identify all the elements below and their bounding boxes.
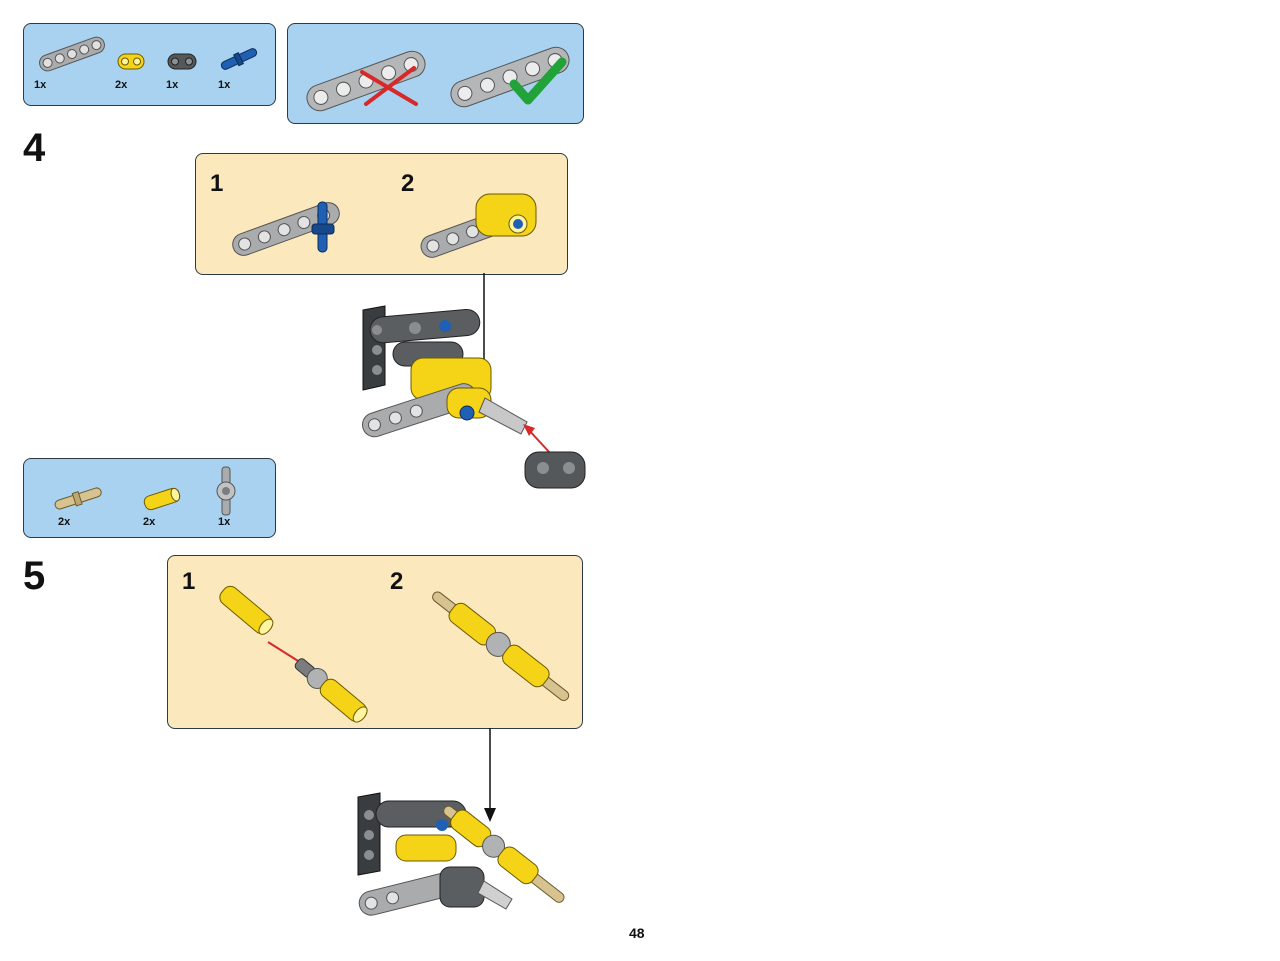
page-number: 48 xyxy=(629,925,645,941)
orientation-callout xyxy=(287,23,584,124)
part-qty: 1x xyxy=(218,516,231,528)
step4-parts-list: 1x 2x 1x 1x xyxy=(23,23,276,106)
step4-subassembly: 1 2 xyxy=(195,153,568,275)
correct-check-icon xyxy=(509,57,567,105)
step5-subassembly: 1 2 xyxy=(167,555,583,729)
gray-cross-connector-icon xyxy=(216,466,236,516)
part-qty: 2x xyxy=(115,79,128,91)
substep2-connector-assembled xyxy=(432,591,570,702)
substep1-beam-with-pin xyxy=(232,201,340,256)
part-qty: 2x xyxy=(143,516,156,528)
substep-number: 2 xyxy=(390,568,404,595)
gray-beam-5-icon xyxy=(39,36,105,72)
substep2-beam-with-yellow xyxy=(420,193,537,258)
step-number: 5 xyxy=(23,554,46,598)
wrong-x-icon xyxy=(360,66,418,106)
substep-number: 1 xyxy=(210,170,224,197)
step4-main-assembly xyxy=(361,305,586,489)
placement-arrow xyxy=(484,728,496,822)
blue-pin-icon xyxy=(220,48,258,70)
tan-axle-pin-icon xyxy=(54,487,102,510)
part-qty: 1x xyxy=(166,79,179,91)
part-qty: 1x xyxy=(218,79,231,91)
dark-gray-beam-2-icon xyxy=(167,53,197,70)
step5-main-assembly xyxy=(357,792,565,916)
step-number: 4 xyxy=(23,126,46,170)
substep-number: 1 xyxy=(182,568,196,595)
substep1-connector-parts xyxy=(219,585,368,723)
part-qty: 1x xyxy=(34,79,47,91)
yellow-connector-icon xyxy=(143,487,181,511)
part-qty: 2x xyxy=(58,516,71,528)
substep-number: 2 xyxy=(401,170,415,197)
yellow-beam-2-icon xyxy=(117,53,145,70)
step5-parts-list: 2x 2x 1x xyxy=(23,458,276,538)
